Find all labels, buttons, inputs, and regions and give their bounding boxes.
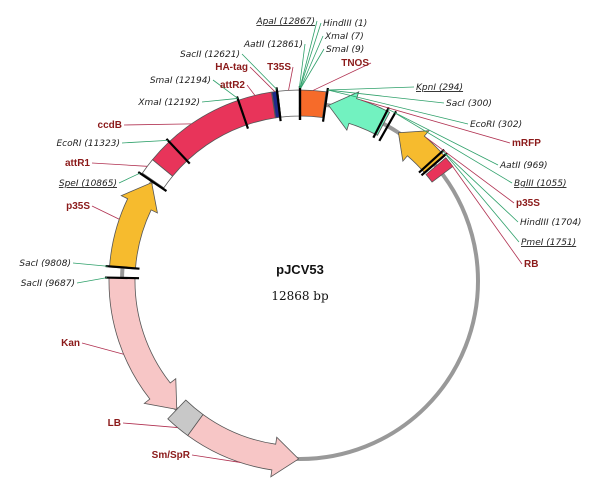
site-leader-line — [298, 43, 306, 89]
feature-leader-line — [91, 205, 120, 220]
site-label: HindIII (1704) — [520, 218, 581, 228]
site-label: AatII (12861) — [243, 40, 303, 50]
site-leader-line — [201, 98, 238, 103]
feature-label-ccdb: ccdB — [98, 120, 122, 131]
feature-label-p35s-l: p35S — [66, 201, 90, 212]
cut-mark — [137, 171, 168, 192]
site-leader-line — [445, 154, 520, 243]
site-leader-line — [442, 150, 519, 223]
site-leader-line — [118, 172, 141, 184]
cut-mark — [420, 152, 448, 177]
feature-rb — [425, 157, 454, 183]
feature-label-mrfp: mRFP — [512, 138, 541, 149]
site-leader-line — [327, 86, 415, 91]
site-label: XmaI (7) — [324, 32, 364, 42]
plasmid-name: pJCV53 — [276, 262, 324, 277]
feature-mrfp — [327, 91, 391, 136]
cut-mark — [378, 110, 398, 142]
feature-lb — [167, 399, 204, 437]
cut-mark — [321, 87, 329, 122]
site-label: EcoRI (302) — [470, 120, 522, 130]
feature-leader-line — [288, 66, 294, 91]
feature-label-p35s-r: p35S — [516, 198, 540, 209]
site-label: AatII (969) — [499, 161, 548, 171]
site-label: SpeI (10865) — [59, 179, 117, 189]
feature-ccdb — [151, 99, 248, 177]
cut-mark — [235, 96, 250, 129]
feature-label-tnos: TNOS — [341, 58, 369, 69]
site-label: SacII (9687) — [21, 279, 75, 289]
feature-label-attr1: attR1 — [65, 158, 90, 169]
site-leader-line — [241, 53, 278, 90]
feature-label-hatag: HA-tag — [215, 62, 248, 73]
site-leader-line — [394, 112, 513, 184]
site-label: BglII (1055) — [514, 179, 566, 189]
feature-leader-line — [426, 137, 515, 204]
site-leader-line — [387, 108, 499, 166]
feature-leader-line — [360, 99, 511, 144]
plasmid-size: 12868 bp — [271, 289, 329, 303]
feature-label-smspr: Sm/SpR — [152, 450, 191, 461]
feature-kan — [108, 276, 178, 410]
feature-t35s — [277, 89, 300, 118]
site-label: PmeI (1751) — [521, 238, 576, 248]
site-leader-line — [300, 35, 324, 89]
site-label: SmaI (12194) — [150, 76, 211, 86]
site-label: SmaI (9) — [326, 45, 364, 55]
site-label: SacII (12621) — [180, 50, 240, 60]
feature-label-rb: RB — [524, 259, 538, 270]
feature-p35s-l — [109, 182, 158, 270]
site-leader-line — [299, 20, 318, 89]
site-leader-line — [328, 89, 445, 104]
site-label: SacI (9808) — [19, 259, 71, 269]
feature-leader-line — [249, 66, 276, 92]
cut-mark — [105, 264, 140, 270]
feature-leader-line — [312, 62, 372, 91]
cut-mark — [275, 87, 282, 122]
feature-label-t35s: T35S — [267, 62, 291, 73]
feature-leader-line — [449, 161, 523, 265]
site-leader-line — [299, 22, 322, 89]
cut-mark — [372, 106, 390, 139]
feature-smspr — [187, 413, 300, 478]
feature-leader-line — [246, 84, 256, 96]
feature-leader-line — [123, 123, 192, 126]
site-leader-line — [328, 89, 469, 125]
feature-leader-line — [122, 422, 178, 428]
site-label: HindIII (1) — [323, 19, 367, 29]
site-label: XmaI (12192) — [137, 98, 200, 108]
feature-label-lb: LB — [108, 418, 121, 429]
site-label: EcoRI (11323) — [56, 139, 120, 149]
site-label: KpnI (294) — [416, 83, 463, 93]
site-leader-line — [212, 79, 238, 99]
cut-mark — [165, 138, 191, 165]
feature-leader-line — [91, 162, 148, 167]
feature-label-attr2: attR2 — [220, 80, 245, 91]
site-label: SacI (300) — [446, 99, 492, 109]
site-leader-line — [76, 277, 108, 284]
feature-tnos — [299, 89, 327, 118]
feature-leader-line — [81, 342, 124, 355]
site-leader-line — [72, 262, 108, 267]
site-leader-line — [121, 139, 168, 144]
feature-attr1 — [141, 159, 174, 189]
site-label: ApaI (12867) — [255, 17, 315, 27]
cut-mark — [418, 148, 445, 174]
cut-mark — [105, 276, 140, 280]
site-leader-line — [300, 48, 325, 89]
feature-attr2 — [238, 91, 276, 126]
feature-label-kan: Kan — [61, 338, 80, 349]
feature-leader-line — [191, 454, 241, 463]
